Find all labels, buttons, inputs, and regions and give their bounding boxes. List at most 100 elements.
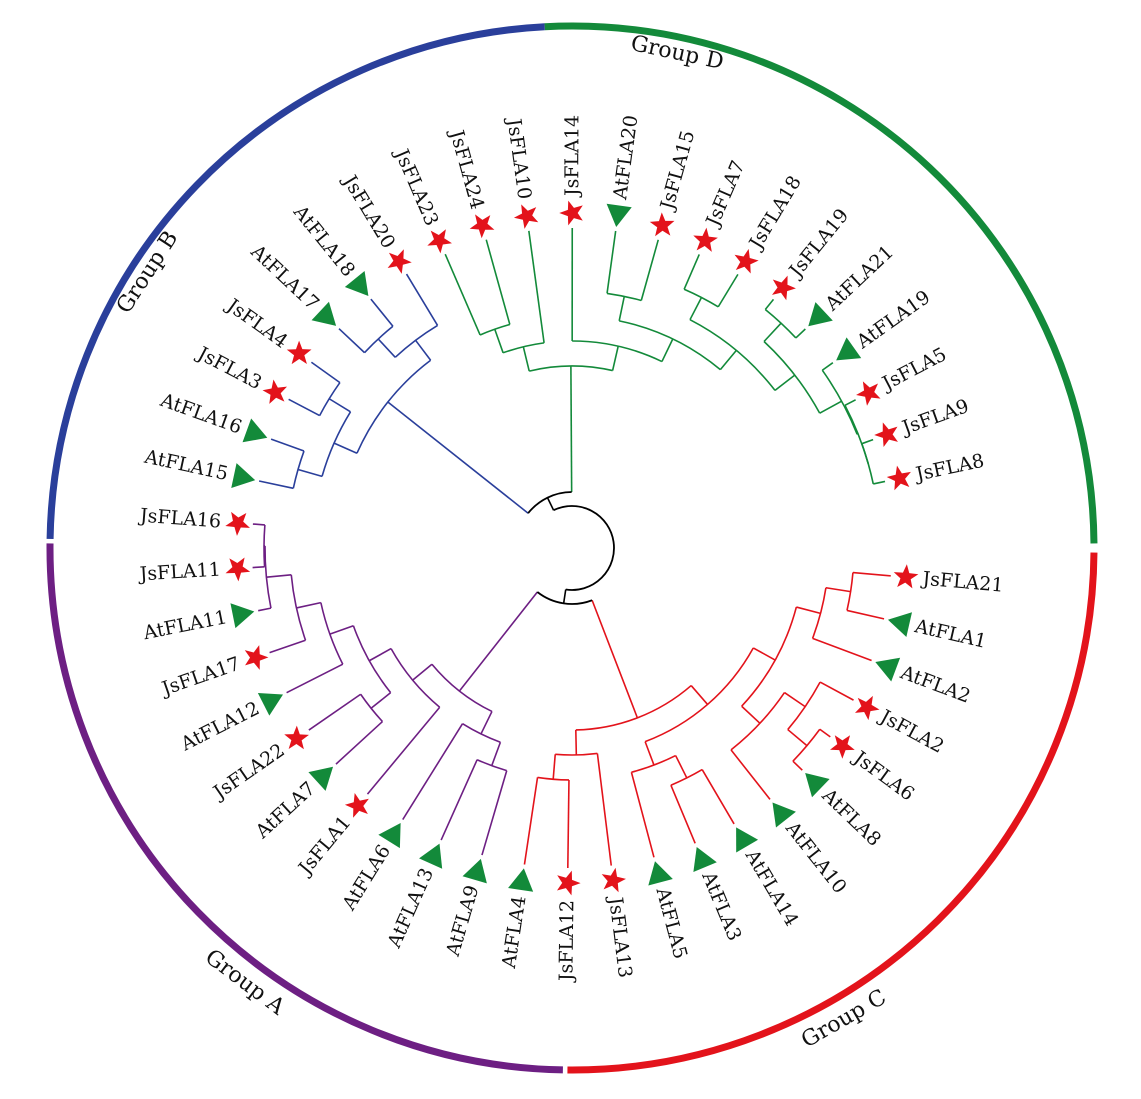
tree-branch	[368, 647, 392, 662]
tree-branch	[269, 639, 306, 654]
tree-branch	[546, 497, 555, 511]
tree-branch	[490, 741, 502, 766]
triangle-marker-icon	[344, 271, 369, 296]
leaf-label: JsFLA17	[157, 653, 243, 701]
leaf-label: AtFLA6	[338, 841, 396, 915]
branches	[252, 227, 891, 868]
tree-branch	[252, 523, 265, 526]
tree-branch	[796, 606, 821, 615]
tree-branch	[752, 647, 776, 661]
tree-branch	[717, 273, 739, 308]
leaf-label: AtFLA8	[817, 784, 885, 851]
leaf-label: JsFLA1	[293, 812, 355, 881]
tree-branch	[719, 349, 737, 371]
group-ring-a	[46, 543, 563, 1074]
tree-branch	[333, 442, 358, 454]
leaf-label: AtFLA3	[697, 868, 746, 944]
leaf-labels: JsFLA21AtFLA1AtFLA2JsFLA2JsFLA6AtFLA8AtF…	[137, 114, 1004, 983]
leaf-label: JsFLA2	[875, 705, 948, 758]
tree-branch	[562, 589, 567, 604]
leaf-label: JsFLA6	[848, 746, 918, 806]
tree-branch	[387, 401, 529, 514]
star-marker-icon	[893, 564, 919, 589]
tree-branch	[412, 663, 433, 681]
star-marker-icon	[856, 381, 881, 406]
tree-branch	[522, 346, 530, 372]
tree-branch	[606, 230, 617, 294]
leaf-label: JsFLA23	[390, 144, 443, 229]
tree-branch	[402, 723, 464, 821]
group-ring-b	[46, 23, 545, 539]
leaf-label: JsFLA5	[877, 343, 950, 395]
tree-branch	[363, 325, 394, 354]
triangle-marker-icon	[648, 861, 673, 886]
triangle-marker-icon	[772, 802, 796, 828]
star-marker-icon	[387, 249, 412, 274]
triangle-marker-icon	[257, 693, 284, 716]
leaf-label: JsFLA20	[338, 170, 400, 252]
tree-branch	[575, 729, 578, 755]
tree-branch	[873, 480, 886, 485]
tree-branch	[528, 230, 545, 343]
tree-branch	[481, 770, 508, 856]
group-ring-d	[544, 22, 1098, 544]
leaf-label: AtFLA15	[142, 446, 230, 485]
tree-branch	[640, 239, 660, 301]
tree-branch	[819, 728, 831, 738]
tree-branch	[784, 691, 806, 708]
leaf-label: JsFLA16	[137, 504, 221, 532]
tree-branch	[852, 571, 891, 577]
triangle-marker-icon	[230, 603, 255, 629]
leaf-label: AtFLA18	[288, 201, 359, 282]
tree-branch	[405, 273, 439, 326]
tree-branch	[335, 720, 383, 765]
leaf-label: AtFLA2	[897, 661, 974, 707]
tree-branch	[701, 769, 735, 825]
tree-branch	[821, 369, 858, 435]
leaf-label: JsFLA14	[561, 115, 583, 198]
triangle-marker-icon	[462, 858, 487, 884]
star-marker-icon	[830, 735, 855, 759]
leaf-label: AtFLA7	[251, 778, 320, 844]
tree-branch	[377, 338, 396, 358]
tree-branch	[819, 400, 843, 414]
tree-branch	[308, 693, 362, 731]
tree-branch	[774, 374, 796, 392]
star-marker-icon	[559, 200, 583, 226]
tree-branch	[630, 772, 655, 858]
leaf-label: JsFLA13	[604, 894, 636, 979]
leaf-label: AtFLA13	[383, 865, 438, 952]
leaf-label: AtFLA12	[177, 697, 263, 755]
tree-branch	[338, 328, 366, 354]
triangle-marker-icon	[736, 827, 759, 853]
leaf-label: JsFLA19	[784, 205, 853, 283]
star-marker-icon	[286, 340, 312, 365]
triangle-marker-icon	[242, 418, 268, 443]
tree-branch	[329, 624, 354, 635]
leaf-label: JsFLA4	[221, 294, 292, 353]
leaf-label: AtFLA9	[442, 883, 484, 960]
leaf-label: AtFLA4	[498, 894, 531, 970]
tree-branch	[821, 362, 834, 371]
star-marker-icon	[262, 379, 287, 404]
tree-branch	[328, 398, 351, 413]
tree-branch	[730, 749, 771, 800]
tree-branch	[286, 663, 344, 694]
star-marker-icon	[772, 275, 796, 301]
star-marker-icon	[225, 511, 250, 536]
triangle-marker-icon	[887, 612, 912, 637]
leaf-label: AtFLA14	[740, 845, 802, 930]
triangle-marker-icon	[378, 822, 401, 849]
leaf-label: AtFLA19	[852, 286, 935, 354]
triangle-marker-icon	[805, 772, 830, 798]
tree-branch	[296, 601, 322, 609]
tree-branch	[310, 361, 341, 384]
star-marker-icon	[244, 645, 269, 670]
leaf-label: JsFLA18	[744, 172, 806, 254]
tree-branch	[591, 599, 639, 719]
tree-branch	[258, 607, 272, 612]
tree-branch	[787, 728, 808, 747]
tree-branch	[795, 328, 806, 339]
star-marker-icon	[284, 725, 309, 750]
tree-branch	[297, 468, 323, 478]
